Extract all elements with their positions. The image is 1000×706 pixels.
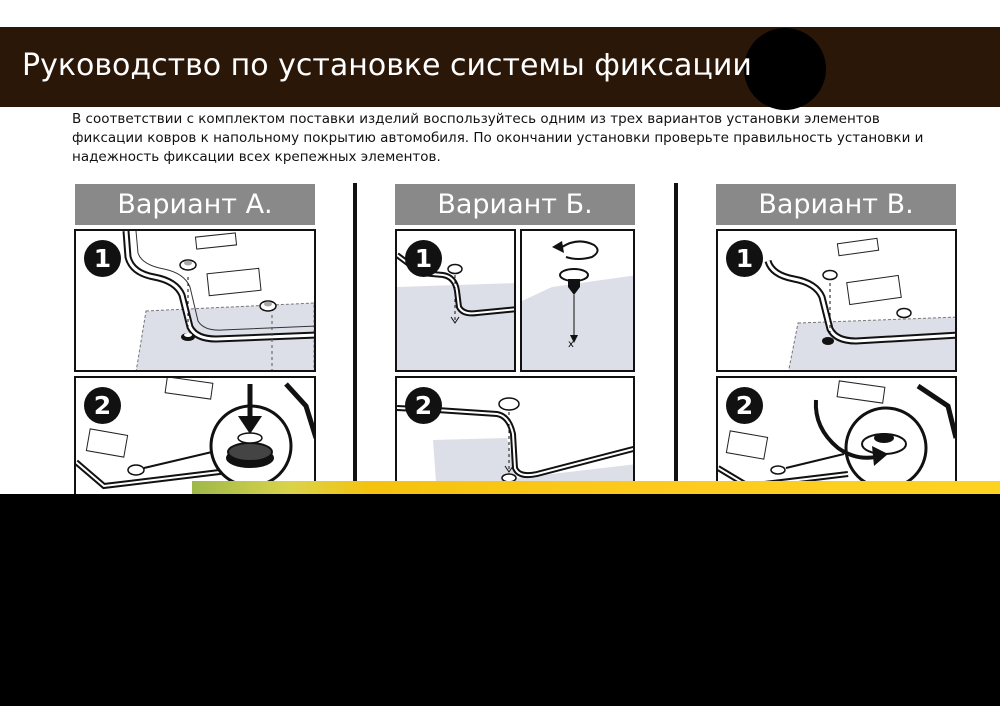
down-arrow-icon — [238, 384, 262, 434]
variant-v-step-2-illustration — [718, 380, 955, 490]
variant-b-step-2-illustration — [397, 397, 633, 494]
variant-a-step-1-panel: 1 — [74, 229, 316, 372]
clip-icon — [447, 263, 463, 275]
step-badge-2b: 2 — [405, 387, 442, 424]
svg-text:x: x — [568, 339, 574, 350]
variant-a-step-2-illustration — [76, 378, 314, 490]
header-dot-decoration — [744, 28, 826, 110]
clip-icon — [179, 259, 277, 341]
variant-b-step-1-left-panel: 1 — [395, 229, 516, 372]
variant-a-step-2-panel: 2 — [74, 376, 316, 494]
yellow-stripe — [192, 481, 1000, 494]
column-divider-1 — [353, 183, 357, 494]
variant-b-step-1-right-illustration: x — [522, 240, 633, 370]
column-divider-2 — [674, 183, 678, 494]
clip-icon — [498, 397, 520, 483]
intro-text: В соответствии с комплектом поставки изд… — [72, 111, 924, 165]
variant-v-step-1-illustration — [764, 237, 955, 370]
variant-b-heading: Вариант Б. — [395, 184, 635, 225]
instruction-sheet: Руководство по установке системы фиксаци… — [0, 0, 1000, 494]
variant-b-step-1-left-illustration — [397, 252, 514, 370]
step-badge-1b: 1 — [405, 240, 442, 277]
variant-b-step-1-right-panel: x — [520, 229, 635, 372]
variant-a-step-1-illustration — [122, 231, 314, 370]
clip-icon — [822, 269, 912, 345]
clip-icon — [861, 433, 907, 455]
rotate-arrow-icon — [813, 399, 888, 466]
variant-v-heading: Вариант В. — [716, 184, 956, 225]
clip-icon — [559, 268, 589, 295]
bottom-black-area — [0, 494, 1000, 706]
variant-v-step-1-panel: 1 — [716, 229, 957, 372]
variant-a-heading: Вариант А. — [75, 184, 315, 225]
step-badge-1: 1 — [84, 240, 121, 277]
step-badge-1v: 1 — [726, 240, 763, 277]
rotate-arrow-icon — [552, 240, 599, 260]
variant-b-step-2-panel: 2 — [395, 376, 635, 494]
step-badge-2v: 2 — [726, 387, 763, 424]
header-bar — [0, 27, 1000, 107]
variant-v-step-2-panel: 2 — [716, 376, 957, 494]
page-title: Руководство по установке системы фиксаци… — [22, 48, 752, 83]
step-badge-2: 2 — [84, 387, 121, 424]
